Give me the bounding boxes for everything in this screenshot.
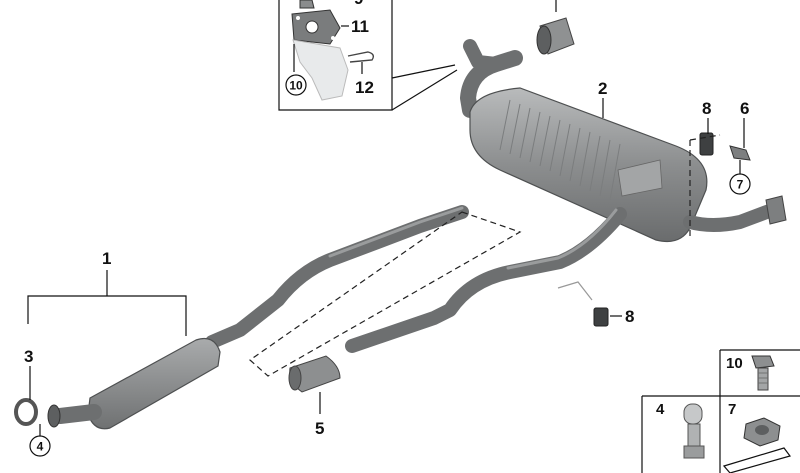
part-circle-7 xyxy=(729,173,751,195)
part-label-7: 7 xyxy=(737,178,744,192)
front-silencer xyxy=(87,337,221,430)
clip-part xyxy=(347,51,375,63)
part-label-8-bottom: 8 xyxy=(625,307,634,326)
part-circle-4 xyxy=(29,435,51,457)
hanger-bracket-lower: 8 xyxy=(557,281,634,327)
rubber-mount-part xyxy=(699,132,714,156)
part-label-6: 6 xyxy=(740,99,749,118)
part-label-10: 10 xyxy=(289,79,303,93)
wedge-part xyxy=(722,447,792,473)
part-label-11: 11 xyxy=(351,17,369,36)
hanger-bracket-group: 8 6 7 xyxy=(689,99,751,240)
part-label-12: 12 xyxy=(355,78,374,97)
front-pipe-assembly: 1 3 4 xyxy=(14,205,627,457)
part-label-5: 5 xyxy=(315,419,324,438)
inset-label-7: 7 xyxy=(728,401,736,418)
clamp-part-4 xyxy=(683,403,705,459)
part-circle-10 xyxy=(285,74,307,96)
part-label-1: 1 xyxy=(102,249,111,268)
tailpipe-cap-part xyxy=(536,0,575,55)
hardware-inset-grid: 10 4 7 xyxy=(641,349,800,473)
part-label-3: 3 xyxy=(24,347,33,366)
rubber-mount-part-lower xyxy=(593,307,609,327)
part-label-2: 2 xyxy=(598,79,607,98)
detail-inset-top: 9 11 10 12 xyxy=(278,0,458,111)
flange-nut-part xyxy=(743,417,781,447)
valve-bracket-part xyxy=(292,39,349,101)
part-label-9: 9 xyxy=(354,0,363,8)
clamp-part-3 xyxy=(14,398,38,426)
inset-label-10: 10 xyxy=(726,355,743,372)
gasket-part xyxy=(291,9,341,45)
sleeve-clamp-part-5: 5 xyxy=(288,355,341,438)
nut-part xyxy=(299,0,315,9)
rear-muffler: 2 xyxy=(460,39,787,243)
part-label-4-circled: 4 xyxy=(37,440,44,454)
inset-label-4: 4 xyxy=(656,401,665,418)
bracket-part xyxy=(729,145,751,161)
bolt-part xyxy=(751,355,775,391)
part-label-8-top: 8 xyxy=(702,99,711,118)
